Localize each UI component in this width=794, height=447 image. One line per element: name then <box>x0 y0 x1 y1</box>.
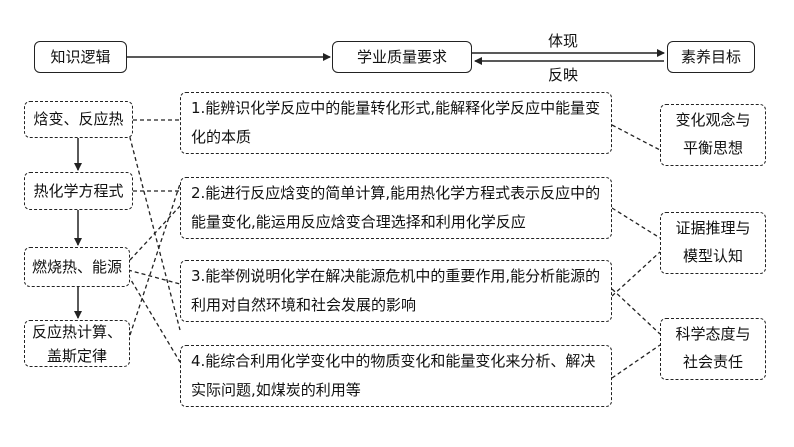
requirement-text: 2.能进行反应焓变的简单计算,能用热化学方程式表示反应中的能量变化,能运用反应焓… <box>191 183 601 231</box>
knowledge-item-enthalpy: 焓变、反应热 <box>24 101 133 138</box>
knowledge-item-label: 燃烧热、能源 <box>31 257 122 276</box>
quality-requirements-header: 学业质量要求 <box>332 41 472 73</box>
literacy-item-change-balance: 变化观念与平衡思想 <box>660 104 766 166</box>
requirement-1: 1.能辨识化学反应中的能量转化形式,能解释化学反应中能量变化的本质 <box>180 92 612 154</box>
knowledge-item-thermo-equation: 热化学方程式 <box>24 172 133 210</box>
literacy-item-science-responsibility: 科学态度与社会责任 <box>660 318 766 380</box>
requirement-3: 3.能举例说明化学在解决能源危机中的重要作用,能分析能源的利用对自然环境和社会发… <box>180 260 612 322</box>
requirement-text: 4.能综合利用化学变化中的物质变化和能量变化来分析、解决实际问题,如煤炭的利用等 <box>191 351 596 399</box>
reflect-label: 反映 <box>548 66 579 84</box>
quality-requirements-label: 学业质量要求 <box>356 47 447 66</box>
requirement-text: 1.能辨识化学反应中的能量转化形式,能解释化学反应中能量变化的本质 <box>191 98 601 146</box>
knowledge-item-heat-calculation: 反应热计算、盖斯定律 <box>24 320 130 367</box>
requirement-text: 3.能举例说明化学在解决能源危机中的重要作用,能分析能源的利用对自然环境和社会发… <box>191 266 601 314</box>
literacy-item-evidence-model: 证据推理与模型认知 <box>660 212 766 274</box>
literacy-goals-header: 素养目标 <box>667 41 755 73</box>
knowledge-item-label: 焓变、反应热 <box>33 110 124 129</box>
requirement-2: 2.能进行反应焓变的简单计算,能用热化学方程式表示反应中的能量变化,能运用反应焓… <box>180 177 612 239</box>
knowledge-item-combustion-energy: 燃烧热、能源 <box>24 247 130 287</box>
knowledge-logic-label: 知识逻辑 <box>50 47 111 66</box>
knowledge-logic-header: 知识逻辑 <box>34 41 127 73</box>
literacy-item-label: 变化观念与平衡思想 <box>675 111 751 157</box>
literacy-goals-label: 素养目标 <box>680 47 741 66</box>
knowledge-item-label: 反应热计算、盖斯定律 <box>31 322 122 365</box>
requirement-4: 4.能综合利用化学变化中的物质变化和能量变化来分析、解决实际问题,如煤炭的利用等 <box>180 345 612 407</box>
literacy-item-label: 科学态度与社会责任 <box>675 325 751 371</box>
embody-label: 体现 <box>548 32 579 50</box>
literacy-item-label: 证据推理与模型认知 <box>675 219 751 265</box>
knowledge-item-label: 热化学方程式 <box>33 181 124 200</box>
